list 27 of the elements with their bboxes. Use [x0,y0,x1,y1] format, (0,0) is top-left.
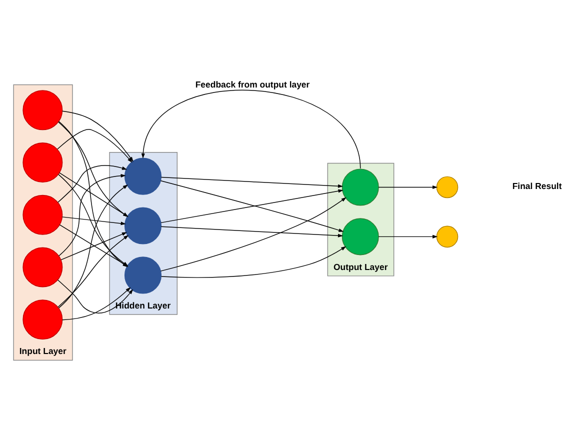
node-circle [22,90,63,130]
node-circle [22,194,63,235]
arrow [378,185,438,190]
node-circle [22,247,63,288]
arrow [160,189,344,224]
label: Final Result [512,180,562,191]
arrow [59,172,128,217]
node-circle [22,300,63,340]
arrow [62,287,131,320]
node-circle [436,176,458,198]
cluster: Output Layer [327,162,394,276]
arrow [57,279,134,314]
node-circle [436,226,458,248]
arrow [160,180,344,232]
arrow [378,234,438,238]
edge-label: Feedback from output layer [195,79,310,90]
arrow [141,90,361,169]
arrow [160,226,344,238]
node-circle [22,142,63,183]
arrow [60,232,128,260]
cluster: Input Layer [13,84,73,361]
arrow [58,122,128,217]
arrow [160,197,346,272]
arrow [62,216,126,226]
arrow [160,246,346,278]
arrow [160,176,344,188]
arrow [58,165,128,203]
